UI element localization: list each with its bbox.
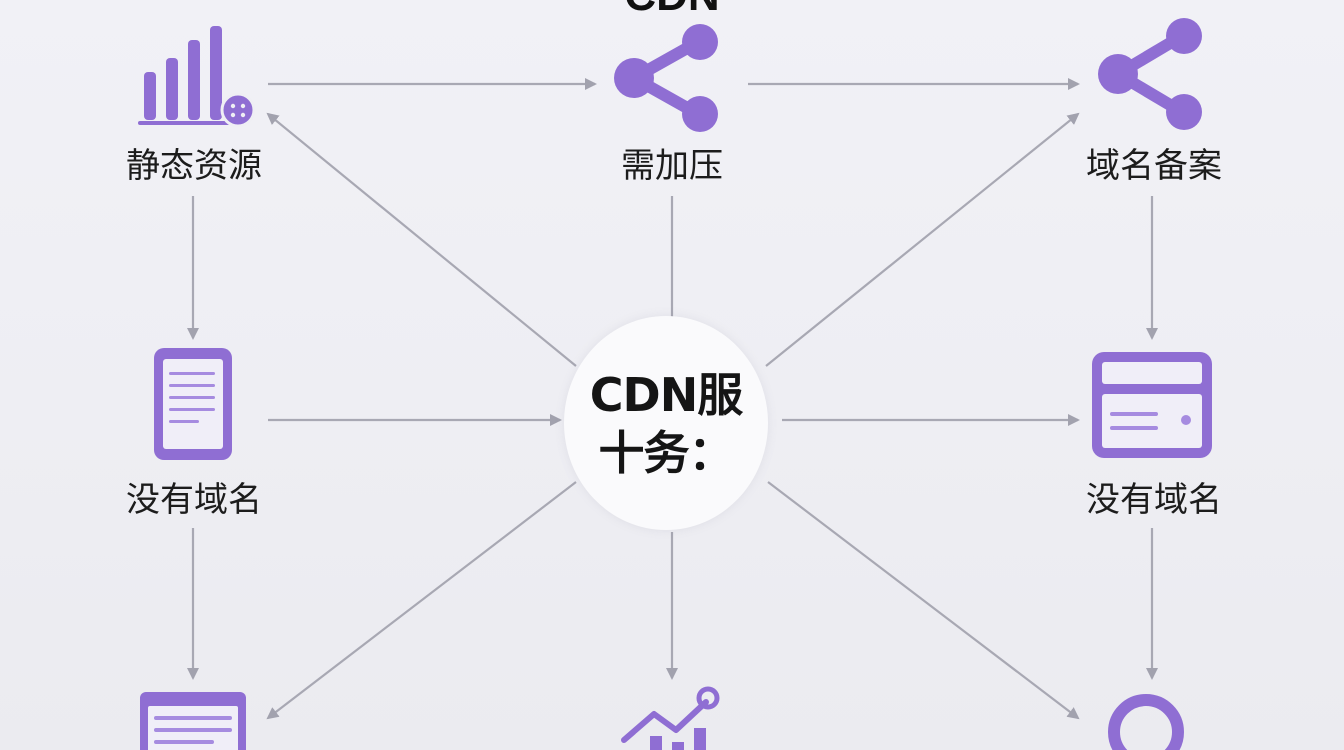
center-label-line2: 十务： bbox=[598, 426, 735, 480]
location-pin-icon bbox=[1108, 694, 1184, 750]
browser-window-icon bbox=[140, 692, 246, 750]
tablet-document-icon bbox=[154, 348, 232, 460]
diagram-title: CDN bbox=[572, 0, 772, 22]
node-label-no-domain-left: 没有域名 bbox=[126, 480, 262, 520]
center-label: CDN服 十务： bbox=[564, 366, 768, 482]
node-label-static-resources: 静态资源 bbox=[126, 146, 262, 186]
share-icon bbox=[1098, 18, 1202, 130]
server-card-icon bbox=[1092, 352, 1212, 458]
share-icon bbox=[614, 24, 718, 132]
arrow-center-to-bottomright bbox=[767, 481, 1080, 720]
node-label-domain-filing: 域名备案 bbox=[1086, 146, 1222, 186]
arrow-center-to-static bbox=[266, 112, 577, 367]
node-label-no-domain-right: 没有域名 bbox=[1086, 480, 1222, 520]
arrow-center-to-bottomleft bbox=[266, 481, 577, 720]
arrow-center-to-filing bbox=[765, 112, 1080, 367]
bar-chart-icon bbox=[138, 26, 256, 128]
trend-chart-icon bbox=[621, 686, 720, 750]
center-label-line1: CDN服 bbox=[589, 368, 743, 422]
center-circle bbox=[564, 316, 768, 530]
node-label-needs-pressure: 需加压 bbox=[621, 146, 723, 186]
